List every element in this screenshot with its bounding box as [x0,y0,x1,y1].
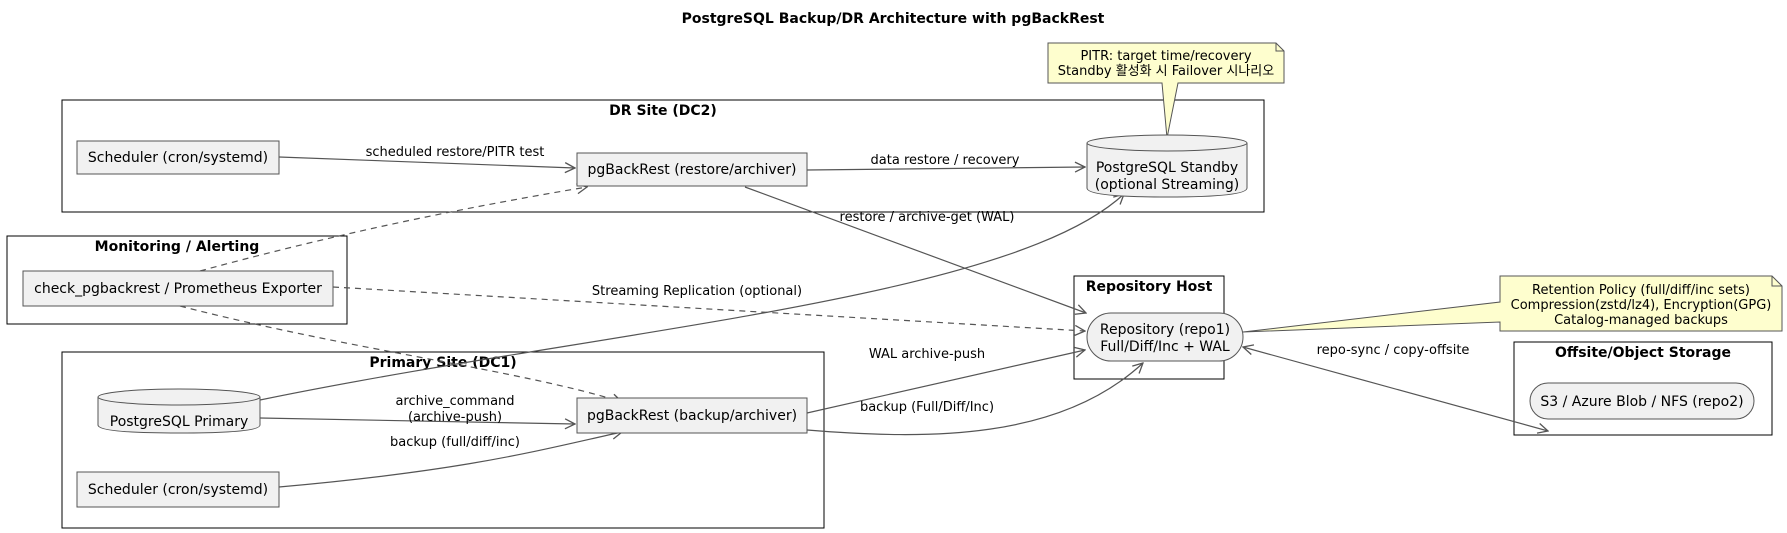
label-repo-sync: repo-sync / copy-offsite [1317,343,1470,358]
note-retention-line-2: Compression(zstd/lz4), Encryption(GPG) [1511,298,1772,313]
node-repo1: Repository (repo1) Full/Diff/Inc + WAL [1086,312,1244,362]
edge-streaming-replication [259,194,1124,401]
package-title-primary: Primary Site (DC1) [369,355,516,371]
node-primary-pgbackrest: pgBackRest (backup/archiver) [576,397,808,434]
node-monitor-label: check_pgbackrest / Prometheus Exporter [34,281,322,297]
node-standby-database: PostgreSQL Standby (optional Streaming) [1086,134,1248,198]
label-archive-command-2: (archive-push) [408,410,502,425]
edge-archive-command [259,417,575,424]
edges [259,156,1548,488]
note-pitr-line-2: Standby 활성화 시 Failover 시나리오 [1058,64,1274,79]
edge-archive-get [744,186,1086,313]
label-backup-full: backup (Full/Diff/Inc) [860,400,994,415]
node-primary-database: PostgreSQL Primary [97,388,261,434]
package-title-offsite: Offsite/Object Storage [1555,345,1731,361]
node-repo2-label: S3 / Azure Blob / NFS (repo2) [1540,394,1743,410]
node-repo1-label-2: Full/Diff/Inc + WAL [1100,339,1230,355]
node-dr-pgbackrest: pgBackRest (restore/archiver) [576,152,808,187]
node-dr-pgbackrest-label: pgBackRest (restore/archiver) [588,162,797,178]
node-primary-scheduler-label: Scheduler (cron/systemd) [88,482,268,498]
note-retention: Retention Policy (full/diff/inc sets) Co… [1242,275,1783,333]
note-pitr-line-1: PITR: target time/recovery [1080,49,1251,64]
edge-data-restore [806,167,1085,170]
node-standby-label-2: (optional Streaming) [1095,177,1239,193]
edge-backup-full [806,363,1143,436]
label-wal-push: WAL archive-push [869,347,985,362]
label-backup-lower: backup (full/diff/inc) [390,435,520,450]
node-primary-scheduler: Scheduler (cron/systemd) [76,471,280,508]
label-streaming: Streaming Replication (optional) [592,284,802,299]
node-dr-scheduler: Scheduler (cron/systemd) [76,140,280,175]
label-data-restore: data restore / recovery [871,153,1020,168]
edge-scheduled-restore [278,156,575,168]
monitoring-edges [179,187,1085,402]
node-dr-scheduler-label: Scheduler (cron/systemd) [88,150,268,166]
node-repo2: S3 / Azure Blob / NFS (repo2) [1529,382,1755,420]
package-monitoring: Monitoring / Alerting [6,235,348,325]
node-repo1-label-1: Repository (repo1) [1100,322,1230,338]
edge-monitor-primary [179,305,622,402]
label-archive-get: restore / archive-get (WAL) [840,210,1015,225]
node-monitor-exporter: check_pgbackrest / Prometheus Exporter [22,270,334,307]
edge-scheduled-backup [278,432,622,488]
node-primary-db-label: PostgreSQL Primary [110,414,249,430]
label-archive-command-1: archive_command [395,394,514,409]
package-title-monitoring: Monitoring / Alerting [95,239,260,255]
package-dr-site: DR Site (DC2) [61,99,1265,213]
edge-wal-archive-push [806,350,1085,414]
note-pitr: PITR: target time/recovery Standby 활성화 시… [1047,42,1285,139]
edge-monitor-repo [332,286,1085,331]
edge-monitor-dr [199,187,587,272]
node-standby-label-1: PostgreSQL Standby [1096,160,1238,176]
edge-repo-sync [1243,347,1548,431]
package-title-dr: DR Site (DC2) [609,103,717,119]
package-title-repo-host: Repository Host [1086,279,1213,295]
diagram-title: PostgreSQL Backup/DR Architecture with p… [682,11,1105,27]
label-scheduled-restore: scheduled restore/PITR test [366,145,545,160]
note-retention-line-3: Catalog-managed backups [1554,313,1728,328]
package-primary-site: Primary Site (DC1) [61,351,825,529]
node-primary-pgbackrest-label: pgBackRest (backup/archiver) [587,408,797,424]
note-retention-line-1: Retention Policy (full/diff/inc sets) [1532,283,1750,298]
